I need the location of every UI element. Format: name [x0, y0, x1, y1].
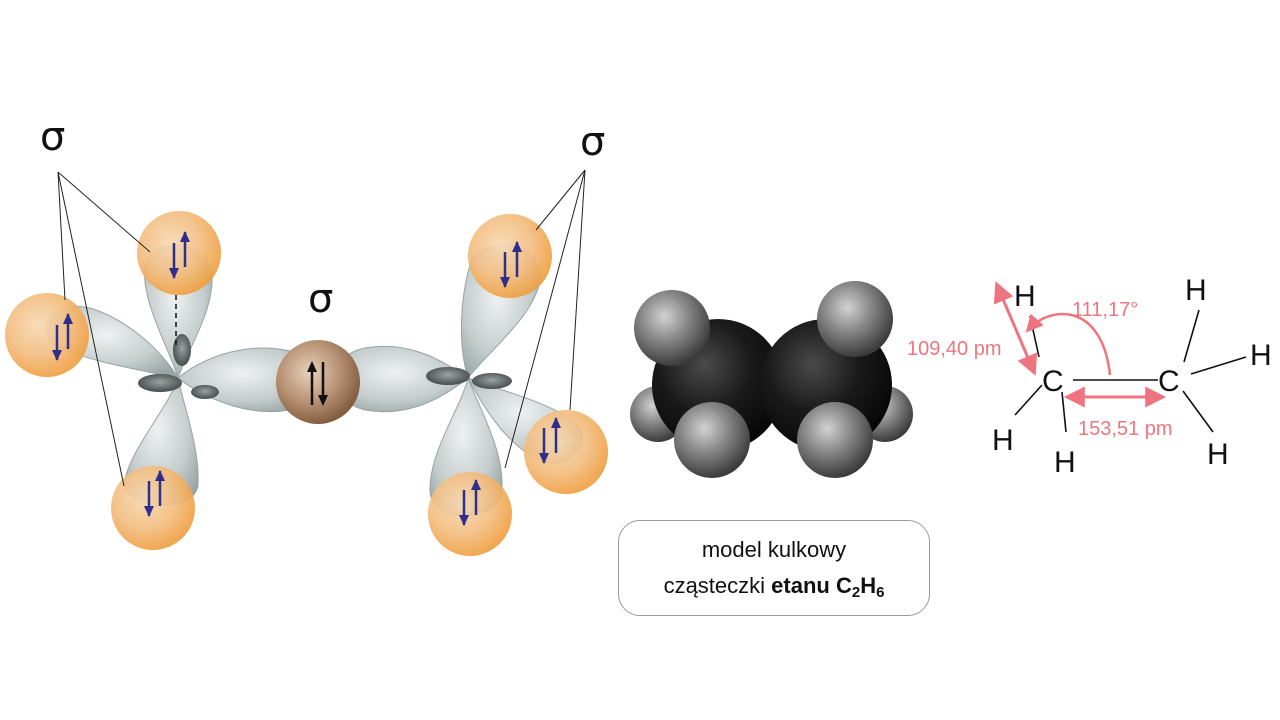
- ball-model: [630, 281, 913, 478]
- sigma-label-center: σ: [308, 276, 333, 322]
- atom-h-top-left: H: [1014, 280, 1036, 313]
- ball-hydrogen-bottom-right: [797, 402, 873, 478]
- cc-sigma-orbital: [276, 340, 360, 424]
- sigma-label-top-right: σ: [580, 119, 605, 165]
- orbital-diagram: σ σ σ: [5, 114, 608, 556]
- h-orbital-bottom-left: [111, 466, 195, 550]
- lobe-right-small-front: [472, 373, 512, 389]
- lobe-left-small-up: [173, 334, 191, 366]
- lobe-left-small-down: [191, 385, 219, 399]
- bond-angle-label: 111,17°: [1072, 299, 1138, 321]
- lobe-right-small-back: [426, 367, 470, 385]
- atom-carbon-right: C: [1158, 365, 1180, 398]
- formula-carbon-count: 2: [851, 584, 861, 601]
- ball-hydrogen-top-left: [634, 290, 710, 366]
- lobe-left-small-back: [138, 374, 182, 392]
- h-orbital-top-left: [137, 211, 221, 295]
- atom-h-bottom-right: H: [1207, 438, 1229, 471]
- h-orbital-bottom-right: [428, 472, 512, 556]
- formula-hydrogen-count: 6: [876, 584, 885, 601]
- caption-formula: C2H6: [835, 573, 885, 601]
- sigma-label-top-left: σ: [40, 114, 65, 160]
- atom-carbon-left: C: [1042, 365, 1064, 398]
- atom-h-top-right: H: [1185, 274, 1207, 307]
- formula-hydrogen: H: [860, 573, 877, 598]
- h-orbital-left: [5, 293, 89, 377]
- caption-line-1: model kulkowy: [701, 537, 847, 562]
- cc-length-label: 153,51 pm: [1078, 418, 1173, 440]
- atom-h-right: H: [1250, 339, 1272, 372]
- atom-h-bottom-left: H: [1054, 446, 1076, 479]
- h-orbital-right: [524, 410, 608, 494]
- formula-carbon: C: [835, 573, 852, 598]
- caption-prefix: cząsteczki: [663, 573, 772, 598]
- bond-angle-arc: [1025, 312, 1112, 376]
- structural-formula: C C H H H H H H 111,17° 109,40 pm 153,51…: [907, 274, 1272, 479]
- ball-hydrogen-bottom-left: [674, 402, 750, 478]
- ball-model-caption: model kulkowy cząsteczki etanu C2H6: [618, 520, 930, 616]
- atom-h-left: H: [992, 424, 1014, 457]
- h-orbital-top-right: [468, 214, 552, 298]
- sigma-leader-lines-left: [57, 171, 151, 487]
- ch-length-arrow: [993, 281, 1038, 376]
- sigma-leader-lines-right: [504, 169, 586, 469]
- caption-line-2: cząsteczki etanu C2H6: [664, 568, 885, 604]
- caption-compound-name: etanu: [771, 573, 830, 598]
- ch-length-label: 109,40 pm: [907, 338, 1002, 360]
- ball-hydrogen-top-right: [817, 281, 893, 357]
